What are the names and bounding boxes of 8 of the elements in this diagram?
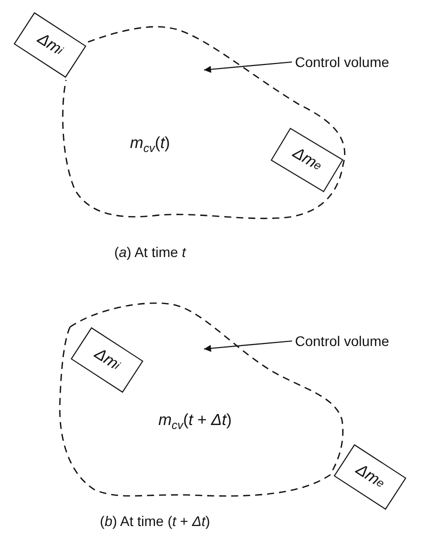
callout-text: Control volume — [295, 51, 390, 73]
mass-label: m$_{cv}$(t + Δt) — [158, 412, 232, 432]
mass-label: m$_{cv}$(t) — [130, 134, 170, 156]
leader-arrow — [204, 340, 292, 352]
leader-arrow — [204, 61, 292, 73]
caption: (b) At time (t + Δt) — [100, 513, 210, 529]
caption: (a) At time t — [114, 244, 186, 260]
callout-text: Control volume — [295, 330, 390, 352]
